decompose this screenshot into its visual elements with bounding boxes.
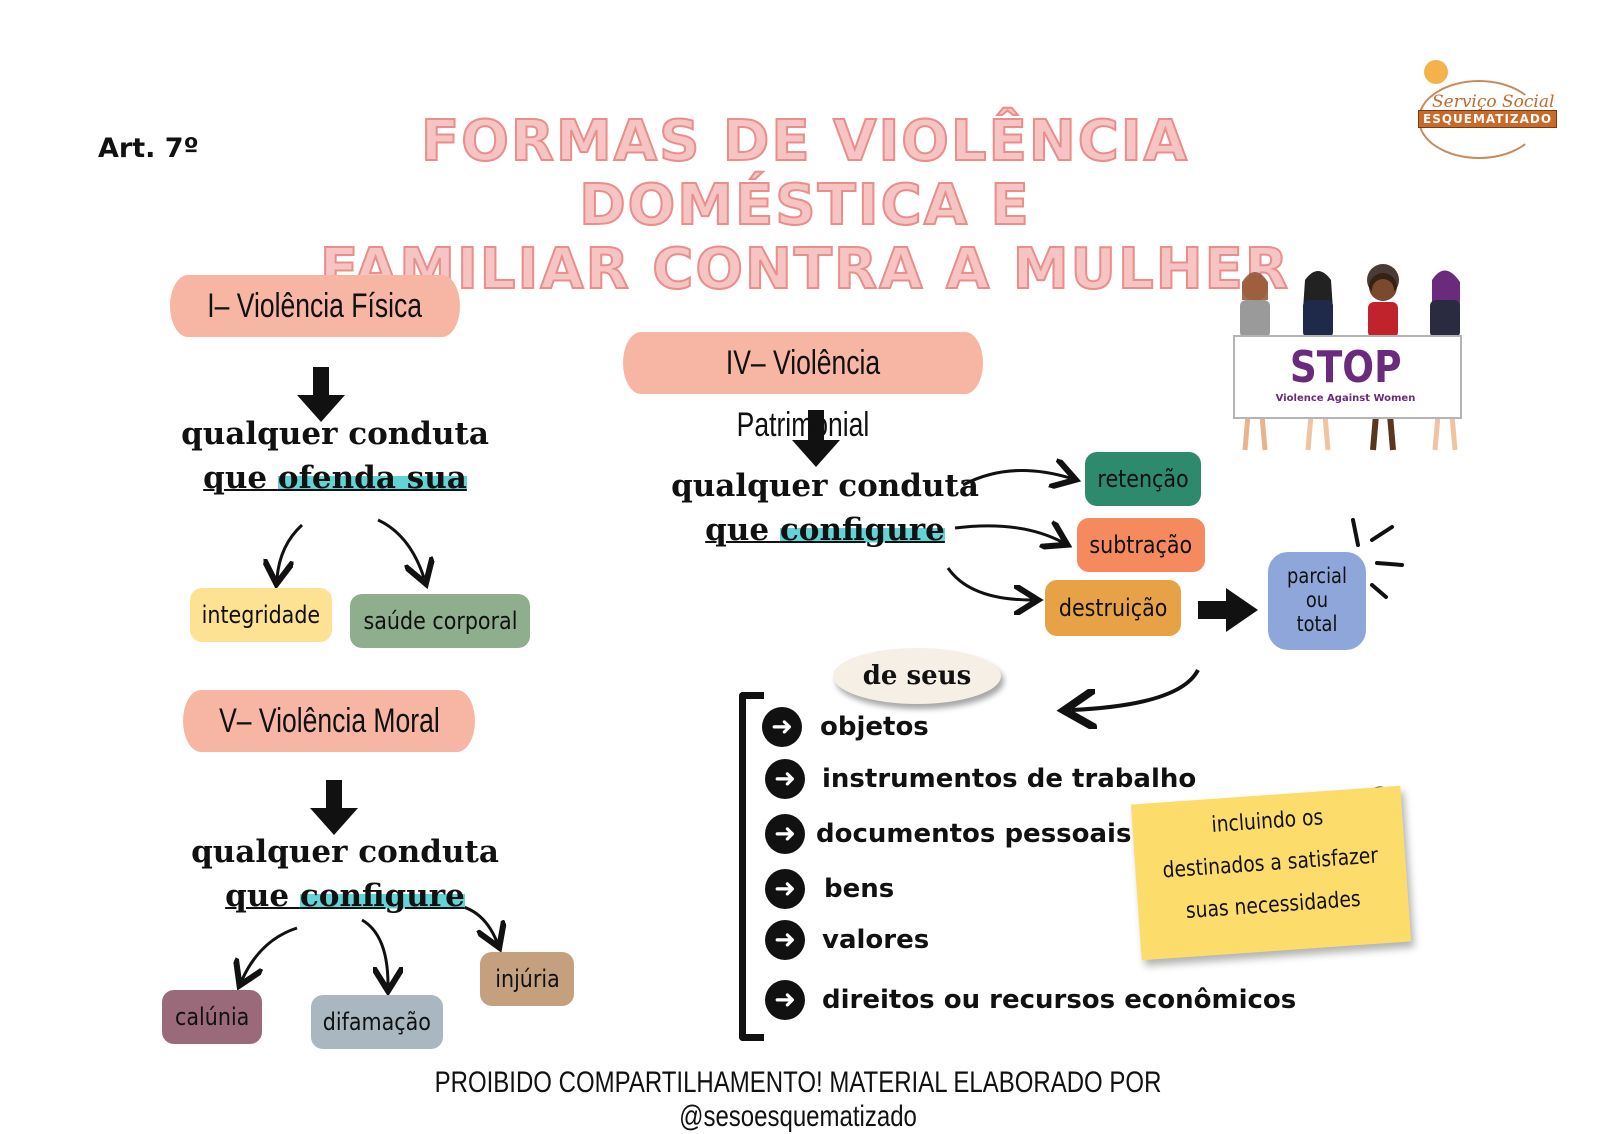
moral-cond-line1: qualquer conduta bbox=[191, 834, 499, 870]
sticky-note: incluindo os destinados a satisfazer sua… bbox=[1130, 785, 1412, 961]
item-objetos: objetos bbox=[820, 712, 929, 742]
de-seus-label: de seus bbox=[833, 648, 1001, 704]
woman-4 bbox=[1430, 270, 1460, 451]
women-illustration bbox=[1240, 264, 1460, 451]
woman-2 bbox=[1303, 271, 1333, 451]
extent-box: parcial ou total bbox=[1268, 552, 1366, 650]
extent-parcial: parcial bbox=[1287, 564, 1347, 588]
extent-ou: ou bbox=[1305, 588, 1329, 612]
down-arrow-fisica bbox=[297, 367, 345, 422]
patrimonial-conduct: qualquer conduta que configure bbox=[655, 464, 995, 552]
footer-notice: PROIBIDO COMPARTILHAMENTO! MATERIAL ELAB… bbox=[434, 1066, 1162, 1133]
extent-total: total bbox=[1296, 612, 1338, 636]
arrow-to-items bbox=[1072, 668, 1200, 710]
arrow-to-saude bbox=[377, 518, 424, 578]
down-arrow-moral bbox=[310, 780, 358, 835]
lightbulb-icon bbox=[1424, 60, 1448, 84]
title-line-1: Formas de violência doméstica e bbox=[420, 109, 1189, 239]
fisica-cond-line1: qualquer conduta bbox=[181, 416, 489, 452]
article-label: Art. 7º bbox=[98, 133, 199, 164]
stop-subtitle: Violence Against Women bbox=[1275, 393, 1416, 404]
arrow-circle-icon: ➜ bbox=[765, 814, 805, 854]
arrow-to-subtracao bbox=[954, 526, 1062, 542]
patrimonial-cond-line2: que configure bbox=[705, 512, 945, 548]
arrow-circle-icon: ➜ bbox=[765, 869, 805, 909]
moral-conduct: qualquer conduta que configure bbox=[180, 830, 510, 918]
banner-violencia-moral: V– Violência Moral bbox=[183, 690, 475, 752]
arrow-to-retencao bbox=[962, 470, 1070, 485]
tag-subtracao: subtração bbox=[1077, 518, 1205, 572]
list-bracket bbox=[739, 692, 764, 1041]
tag-calunia: calúnia bbox=[162, 990, 262, 1044]
fisica-conduct: qualquer conduta que ofenda sua bbox=[170, 412, 500, 500]
down-arrow-patrimonial bbox=[792, 410, 840, 467]
item-documentos: documentos pessoais bbox=[816, 819, 1132, 849]
arrow-circle-icon: ➜ bbox=[765, 980, 805, 1020]
stop-banner bbox=[1233, 335, 1462, 419]
item-bens: bens bbox=[824, 874, 895, 904]
moral-cond-line2: que configure bbox=[225, 878, 465, 914]
logo-text-2: ESQUEMATIZADO bbox=[1418, 110, 1558, 128]
tag-retencao: retenção bbox=[1085, 452, 1201, 506]
tag-saude-corporal: saúde corporal bbox=[350, 594, 530, 648]
arrow-circle-icon: ➜ bbox=[765, 920, 805, 960]
logo-text-1: Serviço Social bbox=[1432, 92, 1555, 112]
banner-violencia-fisica: I– Violência Física bbox=[170, 275, 460, 337]
item-instrumentos: instrumentos de trabalho bbox=[822, 764, 1197, 794]
tag-injuria: injúria bbox=[480, 952, 574, 1006]
woman-1 bbox=[1240, 272, 1270, 451]
item-direitos: direitos ou recursos econômicos bbox=[822, 985, 1297, 1015]
arrow-circle-icon: ➜ bbox=[765, 759, 805, 799]
page-title: Formas de violência doméstica e familiar… bbox=[225, 109, 1385, 303]
arrow-to-integridade bbox=[277, 523, 304, 578]
title-line-2: familiar contra a mulher bbox=[319, 237, 1290, 303]
patrimonial-highlight: configure bbox=[779, 512, 945, 548]
thick-arrow-to-extent bbox=[1198, 588, 1258, 632]
fisica-cond-line2: que ofenda sua bbox=[203, 460, 467, 496]
tag-destruicao: destruição bbox=[1045, 580, 1181, 636]
moral-highlight: configure bbox=[299, 878, 465, 914]
stop-word: STOP bbox=[1289, 342, 1402, 393]
arrow-circle-icon: ➜ bbox=[762, 707, 802, 747]
arrow-to-difamacao bbox=[361, 918, 388, 985]
item-valores: valores bbox=[822, 925, 930, 955]
banner-violencia-patrimonial: IV– Violência Patrimonial bbox=[623, 332, 983, 444]
arrow-to-calunia bbox=[242, 926, 298, 980]
arrow-to-destruicao bbox=[946, 567, 1032, 600]
tag-difamacao: difamação bbox=[311, 995, 443, 1049]
tag-integridade: integridade bbox=[190, 588, 332, 642]
burst-lines bbox=[1351, 518, 1404, 599]
fisica-highlight: ofenda sua bbox=[277, 460, 467, 496]
woman-3 bbox=[1367, 264, 1399, 451]
patrimonial-cond-line1: qualquer conduta bbox=[671, 468, 979, 504]
